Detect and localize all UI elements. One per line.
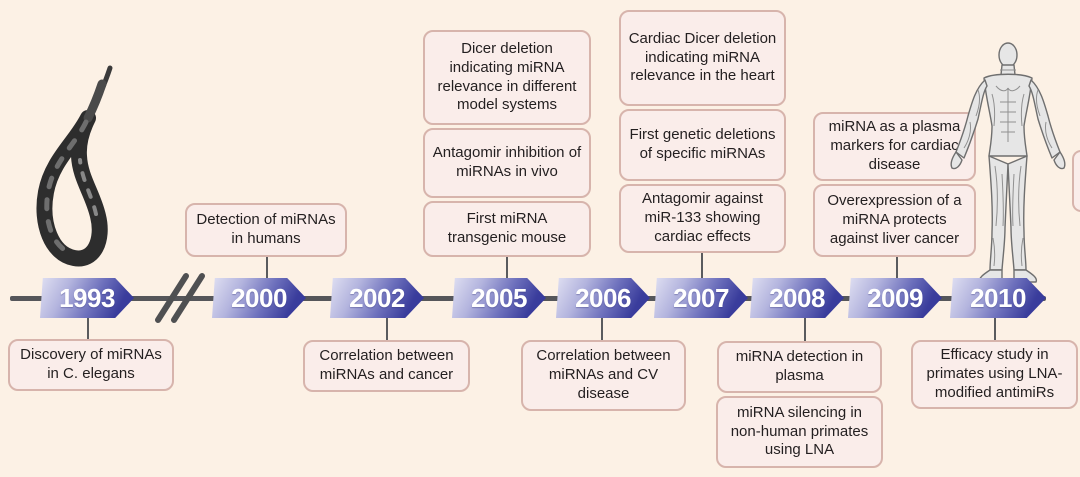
event-box-2007-antagomir-mir133: Antagomir against miR-133 showing cardia… <box>619 184 786 253</box>
year-label: 2002 <box>349 282 405 313</box>
event-label: First genetic deletions of specific miRN… <box>629 126 776 162</box>
connector-2006 <box>601 316 603 342</box>
connector-2010 <box>994 316 996 342</box>
event-label: Antagomir against miR-133 showing cardia… <box>642 190 763 245</box>
connector-2009 <box>896 256 898 282</box>
c-elegans-worm-image <box>36 65 113 267</box>
year-label: 2000 <box>231 282 287 313</box>
event-label: Correlation between miRNAs and CV diseas… <box>536 347 671 402</box>
event-label: Cardiac Dicer deletion indicating miRNA … <box>628 29 777 85</box>
event-label: Detection of miRNAs in humans <box>196 211 336 247</box>
event-box-2010-efficacy: Efficacy study in primates using LNA-mod… <box>911 340 1078 409</box>
event-box-2009-plasma-markers: miRNA as a plasma markers for cardiac di… <box>813 112 976 181</box>
connector-2000 <box>266 256 268 282</box>
event-box-2009-overexpression: Overexpression of a miRNA protects again… <box>813 184 976 257</box>
event-box-2002-cancer-correlation: Correlation between miRNAs and cancer <box>303 340 470 392</box>
event-label: miRNA as a plasma markers for cardiac di… <box>828 118 961 173</box>
year-marker-2002: 2002 <box>330 278 424 318</box>
event-label: miRNA detection in plasma <box>735 348 864 384</box>
event-label: Efficacy study in primates using LNA-mod… <box>926 346 1063 401</box>
event-box-2007-genetic-deletions: First genetic deletions of specific miRN… <box>619 109 786 181</box>
year-marker-2005: 2005 <box>452 278 546 318</box>
event-box-1993-discovery: Discovery of miRNAs in C. elegans <box>8 339 174 391</box>
year-marker-2010: 2010 <box>950 278 1046 318</box>
year-marker-1993: 1993 <box>40 278 134 318</box>
connector-1993 <box>87 316 89 341</box>
year-label: 2008 <box>769 282 825 313</box>
event-label: Overexpression of a miRNA protects again… <box>827 192 962 247</box>
event-label: Correlation between miRNAs and cancer <box>319 347 454 383</box>
human-muscle-figure-image <box>950 42 1066 283</box>
event-box-2005-transgenic-mouse: First miRNA transgenic mouse <box>423 201 591 257</box>
event-box-2008-plasma-detection: miRNA detection in plasma <box>717 341 882 393</box>
axis-break-icon <box>155 273 205 323</box>
event-box-2007-cardiac-dicer: Cardiac Dicer deletion indicating miRNA … <box>619 10 786 106</box>
event-label: Antagomir inhibition of miRNAs in vivo <box>432 144 582 180</box>
connector-2008 <box>804 316 806 343</box>
year-label: 1993 <box>59 282 115 313</box>
year-marker-2009: 2009 <box>848 278 942 318</box>
event-box-2005-dicer-deletion: Dicer deletion indicating miRNA relevanc… <box>423 30 591 125</box>
year-label: 2009 <box>867 282 923 313</box>
event-box-2000-detection: Detection of miRNAs in humans <box>185 203 347 257</box>
year-label: 2006 <box>575 282 631 313</box>
clipped-event-box <box>1072 150 1080 212</box>
event-box-2008-silencing-lna: miRNA silencing in non-human primates us… <box>716 396 883 468</box>
event-box-2006-cv-correlation: Correlation between miRNAs and CV diseas… <box>521 340 686 411</box>
year-label: 2010 <box>970 282 1026 313</box>
connector-2007 <box>701 252 703 282</box>
year-marker-2006: 2006 <box>556 278 650 318</box>
event-label: Discovery of miRNAs in C. elegans <box>20 346 162 382</box>
year-marker-2007: 2007 <box>654 278 748 318</box>
event-box-2005-antagomir: Antagomir inhibition of miRNAs in vivo <box>423 128 591 198</box>
year-marker-2000: 2000 <box>212 278 306 318</box>
event-label: Dicer deletion indicating miRNA relevanc… <box>437 40 577 114</box>
year-label: 2007 <box>673 282 729 313</box>
event-label: First miRNA transgenic mouse <box>447 210 567 246</box>
year-label: 2005 <box>471 282 527 313</box>
connector-2005 <box>506 256 508 282</box>
connector-2002 <box>386 316 388 342</box>
year-marker-2008: 2008 <box>750 278 844 318</box>
event-label: miRNA silencing in non-human primates us… <box>730 403 869 459</box>
